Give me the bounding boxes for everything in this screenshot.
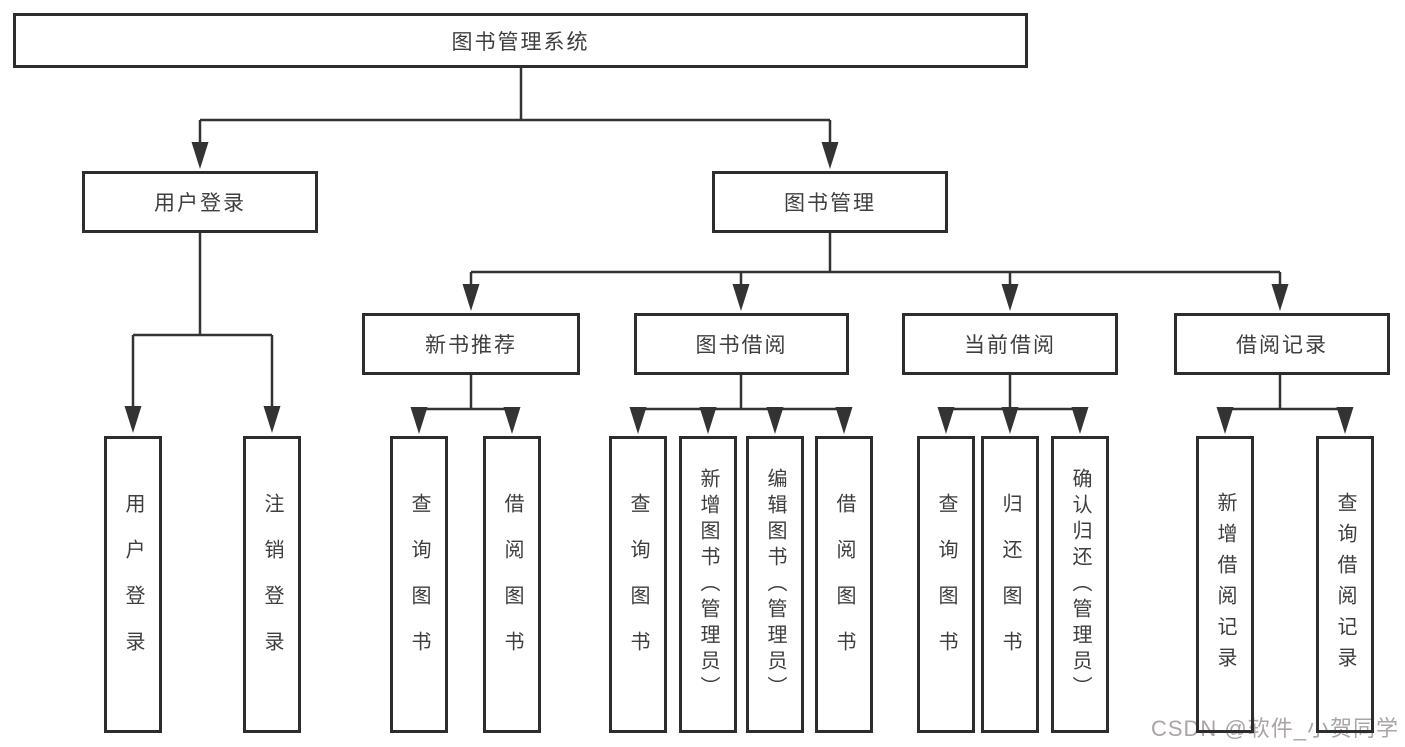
leaf-add-borrow-record-label: 新增借阅记录	[1214, 491, 1236, 678]
node-current-borrowing: 当前借阅	[902, 313, 1118, 375]
leaf-logout-label: 注销登录	[261, 492, 283, 677]
leaf-confirm-return-admin-label: 确认归还（管理员）	[1069, 467, 1091, 702]
leaf-return-book: 归还图书	[981, 436, 1039, 733]
leaf-recommend-borrow-books: 借阅图书	[483, 436, 541, 733]
leaf-borrow-books: 借阅图书	[815, 436, 873, 733]
leaf-logout: 注销登录	[243, 436, 301, 733]
leaf-add-book-admin: 新增图书（管理员）	[679, 436, 737, 733]
node-book-borrowing-label: 图书借阅	[695, 334, 788, 357]
node-new-book-recommend: 新书推荐	[362, 313, 580, 375]
leaf-add-borrow-record: 新增借阅记录	[1196, 436, 1254, 733]
leaf-edit-book-admin: 编辑图书（管理员）	[746, 436, 804, 733]
node-borrowing-records-label: 借阅记录	[1236, 334, 1328, 357]
leaf-borrow-query-books: 查询图书	[609, 436, 667, 733]
csdn-watermark: CSDN @软件_小贺同学	[1150, 716, 1399, 741]
leaf-return-book-label: 归还图书	[999, 492, 1021, 677]
leaf-current-query-books: 查询图书	[917, 436, 975, 733]
node-current-borrowing-label: 当前借阅	[964, 334, 1056, 357]
node-root-system: 图书管理系统	[13, 13, 1028, 68]
node-book-borrowing: 图书借阅	[634, 313, 849, 375]
node-user-login-label: 用户登录	[154, 192, 246, 215]
leaf-recommend-borrow-books-label: 借阅图书	[501, 492, 523, 677]
leaf-borrow-query-books-label: 查询图书	[627, 492, 649, 677]
leaf-query-borrow-record-label: 查询借阅记录	[1334, 491, 1356, 678]
leaf-current-query-books-label: 查询图书	[935, 492, 957, 677]
leaf-user-login-label: 用户登录	[122, 492, 144, 677]
leaf-borrow-books-label: 借阅图书	[833, 492, 855, 677]
node-book-management-label: 图书管理	[784, 192, 876, 215]
leaf-recommend-query-books: 查询图书	[390, 436, 448, 733]
leaf-user-login: 用户登录	[104, 436, 162, 733]
node-root-system-label: 图书管理系统	[451, 30, 590, 54]
node-new-book-recommend-label: 新书推荐	[425, 334, 517, 357]
leaf-query-borrow-record: 查询借阅记录	[1316, 436, 1374, 733]
node-user-login: 用户登录	[82, 171, 318, 233]
leaf-add-book-admin-label: 新增图书（管理员）	[697, 467, 719, 702]
leaf-edit-book-admin-label: 编辑图书（管理员）	[764, 467, 786, 702]
node-borrowing-records: 借阅记录	[1174, 313, 1390, 375]
node-book-management: 图书管理	[712, 171, 948, 233]
leaf-recommend-query-books-label: 查询图书	[408, 492, 430, 677]
leaf-confirm-return-admin: 确认归还（管理员）	[1051, 436, 1109, 733]
